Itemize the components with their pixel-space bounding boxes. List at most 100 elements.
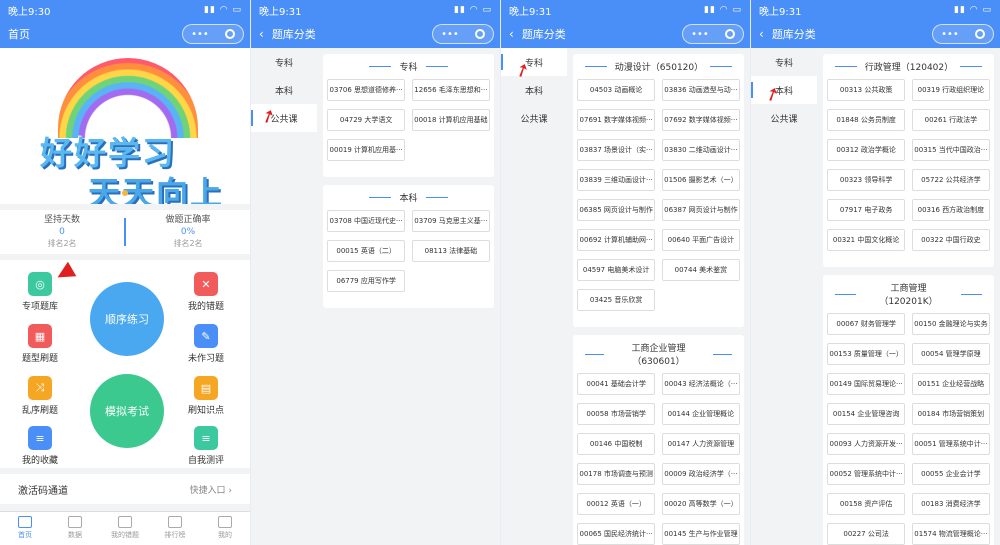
course-item[interactable]: 03837 场景设计（实··· [577, 139, 656, 161]
more-icon[interactable]: ••• [441, 28, 459, 40]
tab-data[interactable]: 数据 [50, 512, 100, 545]
course-item[interactable]: 00323 领导科学 [827, 169, 906, 191]
carousel-dot[interactable] [122, 190, 128, 196]
course-item[interactable]: 01848 公务员制度 [827, 109, 906, 131]
wrong-button[interactable]: ✕我的错题 [178, 272, 234, 312]
mini-program-capsule[interactable]: ••• [932, 24, 994, 44]
close-icon[interactable] [974, 29, 985, 39]
side-item-public[interactable]: 公共课 [520, 114, 548, 125]
course-item[interactable]: 00640 平面广告设计 [661, 229, 740, 251]
course-item[interactable]: 00043 经济法概论（··· [661, 373, 740, 395]
mini-program-capsule[interactable]: ••• [682, 24, 744, 44]
course-item[interactable]: 03709 马克思主义基··· [411, 210, 490, 232]
type-button[interactable]: ▦题型刷题 [12, 324, 68, 364]
course-item[interactable]: 00058 市场营销学 [577, 403, 656, 425]
course-item[interactable]: 00319 行政组织理论 [911, 79, 990, 101]
side-item-benke[interactable]: 本科 [524, 86, 543, 97]
course-item[interactable]: 00018 计算机应用基础 [411, 109, 490, 131]
tab-rank[interactable]: 排行榜 [150, 512, 200, 545]
course-item[interactable]: 00184 市场营销策划 [911, 403, 990, 425]
course-item[interactable]: 03708 中国近现代史··· [327, 210, 406, 232]
fav-button[interactable]: ≡我的收藏 [12, 426, 68, 466]
activate-row[interactable]: 激活码通道快捷入口 › [0, 474, 250, 504]
course-item[interactable]: 00012 英语（一） [577, 493, 656, 515]
course-item[interactable]: 00158 资产评估 [827, 493, 906, 515]
tab-wrong[interactable]: 我的错题 [100, 512, 150, 545]
course-item[interactable]: 05722 公共经济学 [911, 169, 990, 191]
more-icon[interactable]: ••• [941, 28, 959, 40]
course-item[interactable]: 03425 音乐欣赏 [577, 289, 656, 311]
side-item-zhuanke[interactable]: 专科 [501, 48, 567, 76]
course-item[interactable]: 03830 二维动画设计··· [661, 139, 740, 161]
more-icon[interactable]: ••• [191, 28, 209, 40]
course-item[interactable]: 06385 网页设计与制作 [577, 199, 656, 221]
back-icon[interactable]: ‹ [759, 27, 764, 41]
course-item[interactable]: 07691 数字媒体视频··· [577, 109, 656, 131]
course-item[interactable]: 00692 计算机辅助网··· [577, 229, 656, 251]
mini-program-capsule[interactable]: ••• [182, 24, 244, 44]
course-item[interactable]: 00067 财务管理学 [827, 313, 906, 335]
course-item[interactable]: 00178 市场调查与预测 [577, 463, 656, 485]
side-item-benke[interactable]: 本科 [274, 86, 293, 97]
tab-mine[interactable]: 我的 [200, 512, 250, 545]
course-item[interactable]: 08113 法律基础 [411, 240, 490, 262]
course-item[interactable]: 00055 企业会计学 [911, 463, 990, 485]
course-item[interactable]: 00322 中国行政史 [911, 229, 990, 251]
side-item-benke[interactable]: 本科 [751, 76, 817, 104]
course-item[interactable]: 00150 金融理论与实务 [911, 313, 990, 335]
course-item[interactable]: 00041 基础会计学 [577, 373, 656, 395]
seq-practice-button[interactable]: 顺序练习 [90, 282, 164, 356]
test-button[interactable]: ≡自我测评 [178, 426, 234, 466]
side-item-public[interactable]: 公共课 [770, 114, 798, 125]
course-item[interactable]: 03706 思想道德修养··· [327, 79, 406, 101]
course-item[interactable]: 06779 应用写作学 [327, 270, 406, 292]
course-item[interactable]: 00051 管理系统中计··· [911, 433, 990, 455]
course-item[interactable]: 00744 美术鉴赏 [661, 259, 740, 281]
points-button[interactable]: ▤刷知识点 [178, 376, 234, 416]
course-item[interactable]: 00147 人力资源管理 [661, 433, 740, 455]
course-item[interactable]: 04729 大学语文 [327, 109, 406, 131]
course-item[interactable]: 12656 毛泽东思想和··· [411, 79, 490, 101]
course-item[interactable]: 00151 企业经营战略 [911, 373, 990, 395]
course-item[interactable]: 07692 数字媒体视频··· [661, 109, 740, 131]
course-item[interactable]: 03839 三维动画设计··· [577, 169, 656, 191]
course-item[interactable]: 00312 政治学概论 [827, 139, 906, 161]
course-item[interactable]: 06387 网页设计与制作 [661, 199, 740, 221]
random-button[interactable]: ⤨乱序刷题 [12, 376, 68, 416]
undone-button[interactable]: ✎未作习题 [178, 324, 234, 364]
course-item[interactable]: 00313 公共政策 [827, 79, 906, 101]
course-item[interactable]: 00009 政治经济学（··· [661, 463, 740, 485]
course-item[interactable]: 00144 企业管理概论 [661, 403, 740, 425]
close-icon[interactable] [474, 29, 485, 39]
course-item[interactable]: 00154 企业管理咨询 [827, 403, 906, 425]
course-item[interactable]: 00149 国际贸易理论··· [827, 373, 906, 395]
course-item[interactable]: 00054 管理学原理 [911, 343, 990, 365]
course-item[interactable]: 00316 西方政治制度 [911, 199, 990, 221]
course-item[interactable]: 00145 生产与作业管理 [661, 523, 740, 545]
mini-program-capsule[interactable]: ••• [432, 24, 494, 44]
course-item[interactable]: 00020 高等数学（一） [661, 493, 740, 515]
more-icon[interactable]: ••• [691, 28, 709, 40]
side-item-public[interactable]: 公共课 [251, 104, 317, 132]
course-item[interactable]: 00015 英语（二） [327, 240, 406, 262]
side-item-zhuanke[interactable]: 专科 [274, 58, 293, 69]
course-item[interactable]: 04503 动画概论 [577, 79, 656, 101]
side-item-zhuanke[interactable]: 专科 [774, 58, 793, 69]
course-item[interactable]: 00146 中国税制 [577, 433, 656, 455]
tab-home[interactable]: 首页 [0, 512, 50, 545]
course-item[interactable]: 01574 物流管理概论··· [911, 523, 990, 545]
back-icon[interactable]: ‹ [509, 27, 514, 41]
course-item[interactable]: 00315 当代中国政治··· [911, 139, 990, 161]
course-item[interactable]: 00321 中国文化概论 [827, 229, 906, 251]
course-item[interactable]: 03836 动画造型与动··· [661, 79, 740, 101]
course-item[interactable]: 00183 消费经济学 [911, 493, 990, 515]
course-item[interactable]: 00227 公司法 [827, 523, 906, 545]
course-item[interactable]: 07917 电子政务 [827, 199, 906, 221]
course-item[interactable]: 04597 电脑美术设计 [577, 259, 656, 281]
close-icon[interactable] [224, 29, 235, 39]
course-item[interactable]: 00261 行政法学 [911, 109, 990, 131]
course-item[interactable]: 00019 计算机应用基··· [327, 139, 406, 161]
course-item[interactable]: 00093 人力资源开发··· [827, 433, 906, 455]
course-item[interactable]: 00052 管理系统中计··· [827, 463, 906, 485]
zhuanxiang-button[interactable]: ◎专项题库 [12, 272, 68, 312]
